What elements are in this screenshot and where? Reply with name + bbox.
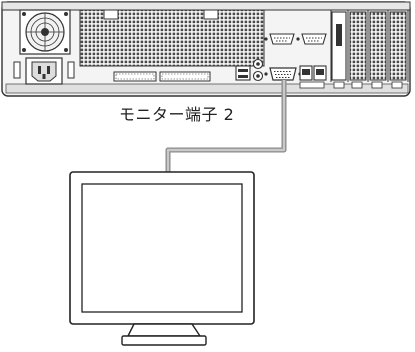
expansion-slots [330, 10, 409, 82]
lan-port-icon [299, 65, 327, 81]
monitor-cable [165, 80, 287, 172]
small-connectors [299, 81, 403, 89]
monitor-port-2-icon [264, 67, 302, 81]
terminal-block-strip [113, 71, 211, 82]
fan-grille-icon [19, 9, 71, 55]
computer-rear-panel [1, 1, 411, 97]
power-inlet-icon [13, 57, 75, 85]
serial-port-icon [264, 33, 327, 45]
usb-port-icon [235, 65, 251, 81]
connection-label: モニター端子 2 [119, 105, 235, 124]
audio-jack-icon [252, 58, 264, 82]
vent-grid [79, 9, 265, 67]
monitor-icon [69, 171, 255, 346]
